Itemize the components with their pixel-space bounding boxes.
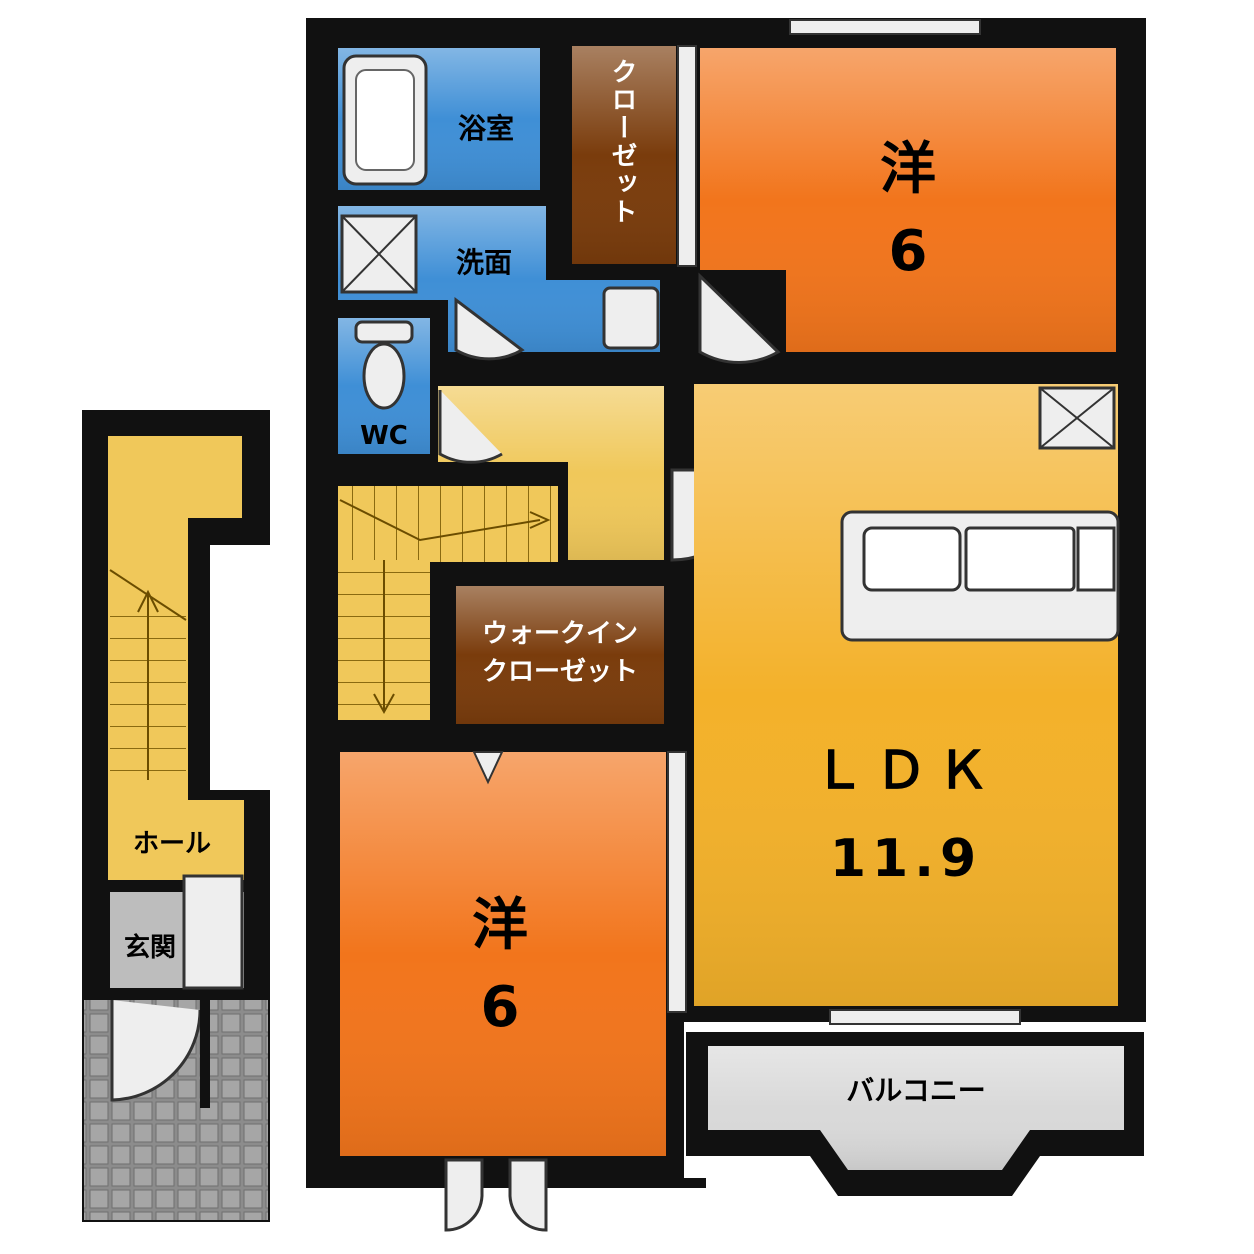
entry-block — [82, 410, 270, 1222]
upper-stairs — [338, 486, 558, 720]
door-marker — [472, 751, 504, 785]
western-top-name: 洋 — [880, 137, 936, 202]
closet-top: クローゼット — [572, 45, 697, 267]
closet-doors — [677, 45, 697, 267]
washroom-area: 洗面 — [338, 206, 660, 361]
western-room-top: 洋 6 — [698, 19, 1116, 364]
western-bottom-name: 洋 — [472, 893, 528, 958]
western-room-bottom: 洋 6 — [340, 751, 687, 1232]
washroom-label: 洗面 — [456, 246, 512, 279]
window-ldk — [829, 1009, 1021, 1025]
wc-area: WC — [338, 318, 430, 454]
stair-arrow-down-icon — [373, 693, 395, 715]
balcony: バルコニー — [686, 1032, 1144, 1196]
bath-label: 浴室 — [458, 112, 514, 145]
wc-door-swing — [438, 390, 503, 464]
window-top — [789, 19, 981, 35]
stair-arrow-right-icon — [529, 511, 551, 529]
toilet-bowl-icon — [362, 342, 406, 410]
balcony-label: バルコニー — [846, 1074, 985, 1107]
wc-label: WC — [360, 421, 408, 451]
door-swing-top — [698, 272, 781, 364]
bath-area: 浴室 — [338, 48, 540, 190]
range-hood — [1076, 526, 1116, 592]
western-top-size: 6 — [889, 219, 928, 284]
bottom-door-left — [444, 1158, 484, 1232]
stove — [964, 526, 1076, 592]
stair-arrow-up-icon — [137, 589, 159, 613]
entrance-label: 玄関 — [124, 932, 176, 963]
bottom-door-right — [508, 1158, 548, 1232]
ldk-size: 11.9 — [830, 829, 982, 889]
sink — [602, 286, 660, 350]
kitchen-sink — [862, 526, 962, 592]
walkin-closet: ウォークイン クローゼット — [456, 586, 664, 724]
walkin-label-line1: ウォークイン — [482, 619, 638, 649]
side-window — [667, 751, 687, 1013]
shoe-cabinet — [182, 874, 244, 990]
washroom-door-swing — [454, 296, 525, 361]
ldk-room: ＬＤＫ 11.9 — [694, 384, 1120, 1025]
walkin-label-line2: クローゼット — [482, 657, 638, 687]
toilet-tank — [354, 320, 414, 344]
ldk-name: ＬＤＫ — [813, 741, 999, 801]
entry-door-swing — [110, 1000, 202, 1102]
entry-door — [200, 998, 210, 1108]
closet-top-label: クローゼット — [607, 58, 637, 226]
hall-label: ホール — [133, 829, 211, 859]
western-bottom-size: 6 — [481, 975, 520, 1040]
